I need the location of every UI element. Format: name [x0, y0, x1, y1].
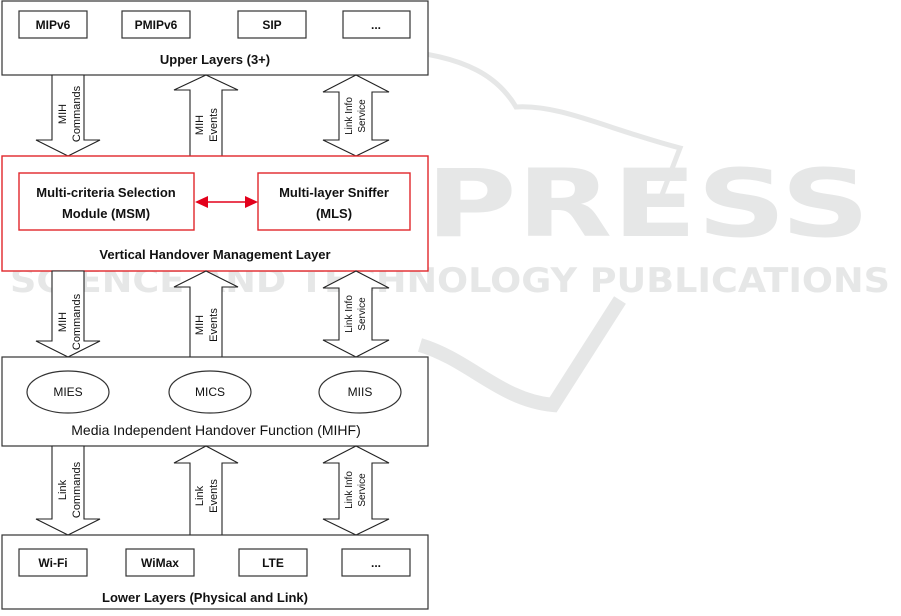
mih-commands-down-arrow: [35, 270, 101, 358]
arrow-label: Link: [194, 485, 206, 506]
watermark-swoosh: [389, 47, 684, 201]
mih-events-up-arrow: [173, 74, 239, 157]
service-label: MIIS: [348, 385, 373, 399]
mls-module-box: [257, 172, 411, 231]
technology-label: ...: [371, 556, 381, 570]
lower-layers-block: Wi-Fi WiMax LTE ... Lower Layers (Physic…: [1, 534, 429, 610]
link-info-service-double-arrow: [322, 445, 390, 536]
protocol-box-sip: [237, 10, 307, 39]
arrow-label: Events: [208, 108, 220, 142]
protocol-label: SIP: [262, 18, 281, 32]
link-commands-down-arrow: [35, 445, 101, 536]
service-ellipse-miis: [318, 370, 402, 414]
arrowhead-left-icon: [195, 196, 208, 208]
link-info-service-double-arrow: [322, 74, 390, 157]
technology-label: LTE: [262, 556, 284, 570]
lower-layers-title: Lower Layers (Physical and Link): [102, 590, 308, 605]
arrow-label: Service: [357, 473, 368, 507]
msm-module-box: [18, 172, 195, 231]
technology-box-lte: [238, 548, 308, 577]
vhm-layer-block: Multi-criteria Selection Module (MSM) Mu…: [1, 155, 429, 272]
service-label: MICS: [195, 385, 225, 399]
technology-box-wimax: [125, 548, 195, 577]
upper-layers-block: MIPv6 PMIPv6 SIP ... Upper Layers (3+): [1, 0, 429, 76]
arrow-label: MIH: [57, 312, 69, 332]
mih-commands-down-arrow: [35, 74, 101, 157]
msm-label-line2: Module (MSM): [62, 206, 150, 221]
protocol-box-mipv6: [18, 10, 88, 39]
technology-label: WiMax: [141, 556, 179, 570]
arrow-label: Events: [208, 479, 220, 513]
arrow-label: Link: [57, 479, 69, 500]
protocol-box-more: [342, 10, 411, 39]
upper-layers-title: Upper Layers (3+): [160, 52, 270, 67]
vhm-layer-title: Vertical Handover Management Layer: [99, 247, 330, 262]
arrow-label: MIH: [194, 115, 206, 135]
protocol-label: ...: [371, 18, 381, 32]
arrow-label: Commands: [71, 461, 83, 518]
service-ellipse-mies: [26, 370, 110, 414]
arrow-label: MIH: [57, 104, 69, 124]
arrow-label: Service: [357, 297, 368, 331]
msm-label-line1: Multi-criteria Selection: [36, 185, 175, 200]
mls-label-line2: (MLS): [316, 206, 352, 221]
arrow-label: Events: [208, 308, 220, 342]
arrow-label: Link Info: [344, 97, 355, 135]
protocol-label: PMIPv6: [135, 18, 178, 32]
service-label: MIES: [53, 385, 82, 399]
mih-events-up-arrow: [173, 270, 239, 358]
protocol-label: MIPv6: [36, 18, 71, 32]
arrow-label: MIH: [194, 315, 206, 335]
arrow-label: Link Info: [344, 295, 355, 333]
arrow-label: Commands: [71, 85, 83, 142]
link-events-up-arrow: [173, 445, 239, 536]
technology-box-more: [341, 548, 411, 577]
upper-arrows: MIH Commands MIH Events Link Info Servic…: [35, 74, 390, 157]
mihf-block: MIES MICS MIIS Media Independent Handove…: [1, 356, 429, 447]
watermark-swoosh-lower: [417, 296, 626, 413]
msm-mls-bidirectional-arrow: [195, 196, 258, 208]
arrow-label: Service: [357, 99, 368, 133]
arrow-label: Commands: [71, 293, 83, 350]
arrow-label: Link Info: [344, 471, 355, 509]
middle-arrows: MIH Commands MIH Events Link Info Servic…: [35, 270, 390, 358]
mihf-title: Media Independent Handover Function (MIH…: [71, 422, 360, 438]
technology-label: Wi-Fi: [38, 556, 67, 570]
link-info-service-double-arrow: [322, 270, 390, 358]
technology-box-wifi: [18, 548, 88, 577]
protocol-box-pmipv6: [121, 10, 191, 39]
service-ellipse-mics: [168, 370, 252, 414]
mls-label-line1: Multi-layer Sniffer: [279, 185, 389, 200]
arrowhead-right-icon: [245, 196, 258, 208]
lower-arrows: Link Commands Link Events Link Info Serv…: [35, 445, 390, 536]
